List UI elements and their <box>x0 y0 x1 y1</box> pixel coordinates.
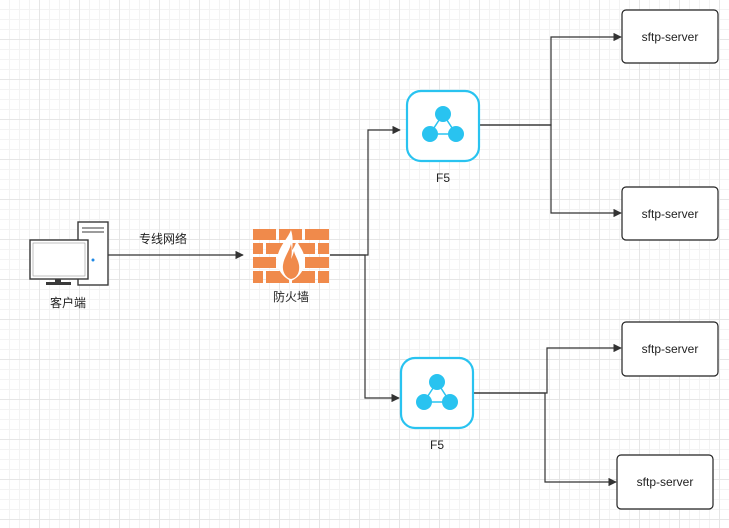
server-node[interactable]: sftp-server <box>621 186 719 241</box>
load-balancer-icon <box>399 356 475 430</box>
edge-f5-bottom-to-server-4 <box>473 392 617 487</box>
f5-node-top[interactable]: F5 <box>405 89 481 185</box>
edge-f5-top-to-server-1 <box>480 32 622 126</box>
server-label: sftp-server <box>642 207 699 221</box>
firewall-icon <box>253 229 329 283</box>
f5-bottom-label: F5 <box>430 438 444 452</box>
connectors <box>108 32 622 487</box>
client-label: 客户端 <box>50 295 86 310</box>
f5-top-label: F5 <box>436 171 450 185</box>
firewall-label: 防火墙 <box>273 289 309 304</box>
edge-label-dedicated-line: 专线网络 <box>139 231 187 246</box>
firewall-node[interactable]: 防火墙 <box>253 229 329 304</box>
edge-firewall-to-f5-bottom <box>330 254 400 403</box>
client-node[interactable]: 客户端 <box>29 221 109 310</box>
load-balancer-icon <box>405 89 481 163</box>
server-node[interactable]: sftp-server <box>621 9 719 64</box>
server-label: sftp-server <box>642 342 699 356</box>
edge-f5-bottom-to-server-3 <box>473 343 622 394</box>
edge-f5-top-to-server-2 <box>480 124 622 218</box>
server-node[interactable]: sftp-server <box>616 454 714 510</box>
server-node[interactable]: sftp-server <box>621 321 719 377</box>
server-label: sftp-server <box>637 475 694 489</box>
edge-firewall-to-f5-top <box>330 125 401 256</box>
desktop-computer-icon <box>29 221 109 286</box>
f5-node-bottom[interactable]: F5 <box>399 356 475 452</box>
server-label: sftp-server <box>642 30 699 44</box>
